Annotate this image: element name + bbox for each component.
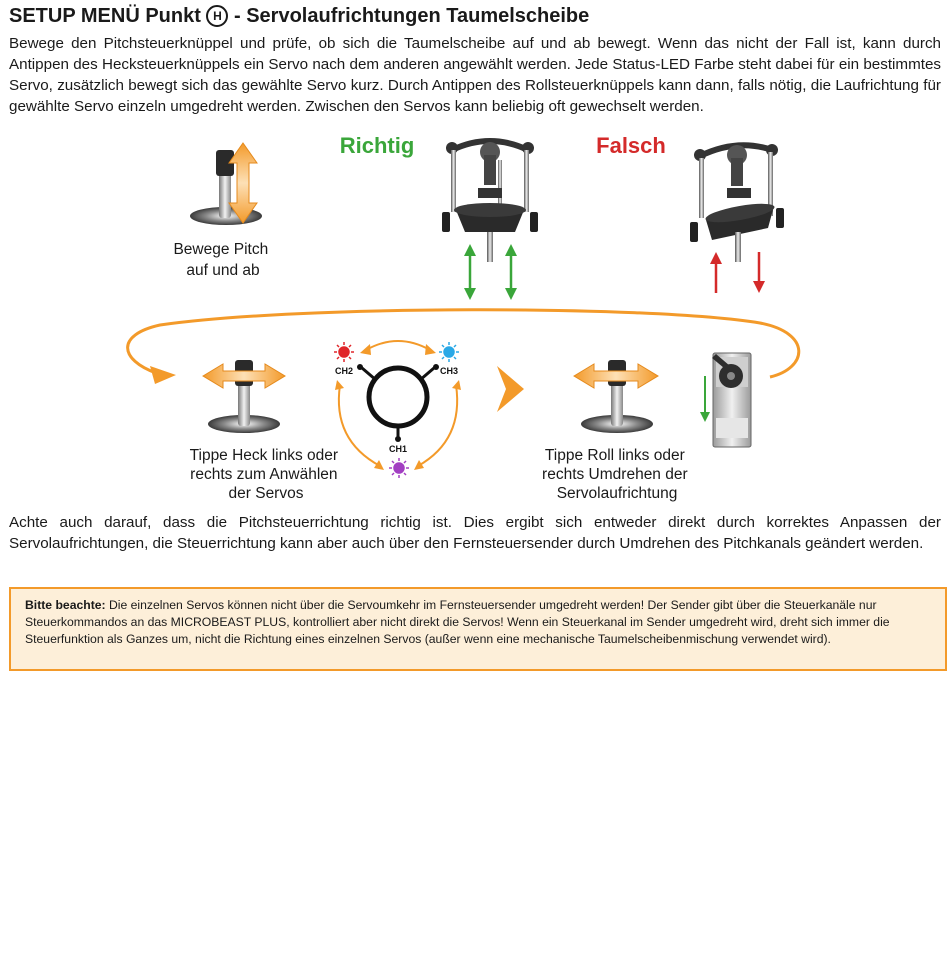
- next-step-arrow-icon: [497, 366, 524, 412]
- setup-diagram: Bewege Pitch auf und ab Richtig Falsch: [126, 133, 801, 502]
- loop-arrow-icon: [126, 308, 801, 379]
- rudder-label: Tippe Heck links oder rechts zum Anwähle…: [190, 447, 343, 502]
- pitch-label: Bewege Pitch auf und ab: [173, 241, 272, 279]
- intro-paragraph: Bewege den Pitchsteuerknüppel und prüfe,…: [9, 35, 941, 115]
- led-ch1-icon: [389, 458, 409, 478]
- rudder-stick-icon: [202, 360, 286, 433]
- ch3-label: CH3: [440, 366, 458, 376]
- title-prefix: SETUP MENÜ Punkt: [9, 5, 201, 27]
- led-ch2-icon: [334, 342, 354, 362]
- wrong-arrows-icon: [710, 252, 765, 293]
- page-title: SETUP MENÜ Punkt H - Servolaufrichtungen…: [9, 5, 589, 28]
- ch2-label: CH2: [335, 366, 353, 376]
- note-box: Bitte beachte: Die einzelnen Servos könn…: [9, 587, 947, 671]
- roll-stick-icon: [573, 360, 659, 433]
- channel-cycle-arrows-icon: [337, 340, 459, 467]
- wrong-label: Falsch: [596, 133, 666, 158]
- servo-direction-arrow-icon: [700, 376, 710, 422]
- swashplate-correct-image: [442, 138, 538, 262]
- note-label: Bitte beachte:: [25, 598, 106, 612]
- correct-label: Richtig: [340, 133, 415, 158]
- loop-arrow-head-icon: [150, 366, 176, 384]
- second-paragraph: Achte auch darauf, dass die Pitchsteuerr…: [9, 514, 941, 552]
- note-text: Die einzelnen Servos können nicht über d…: [25, 598, 890, 646]
- servo-channel-ring: [357, 364, 439, 442]
- correct-arrows-icon: [464, 244, 517, 300]
- servo-image: [712, 352, 752, 448]
- led-ch3-icon: [439, 342, 459, 362]
- title-suffix: - Servolaufrichtungen Taumelscheibe: [234, 5, 590, 27]
- ch1-label: CH1: [389, 444, 407, 454]
- title-letter-badge: H: [206, 5, 229, 27]
- pitch-stick-icon: [190, 142, 262, 225]
- roll-label: Tippe Roll links oder rechts Umdrehen de…: [542, 447, 692, 502]
- swashplate-wrong-image: [690, 142, 784, 262]
